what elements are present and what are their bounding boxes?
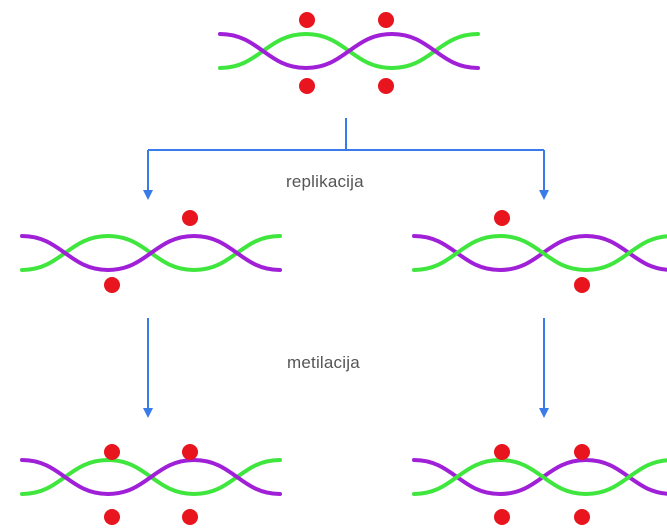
replication-arrows xyxy=(147,118,545,192)
bottom-right-dna-helix xyxy=(412,444,667,525)
methyl-group-dot xyxy=(182,210,198,226)
methyl-group-dot xyxy=(104,509,120,525)
methyl-group-dot xyxy=(378,12,394,28)
parent-dna-helix xyxy=(218,12,480,94)
methyl-group-dot xyxy=(299,78,315,94)
methylation-arrows xyxy=(147,318,545,410)
arrow-left-head xyxy=(143,190,153,200)
methylation-label: metilacija xyxy=(287,353,360,372)
methyl-group-dot xyxy=(299,12,315,28)
purple-strand xyxy=(218,31,480,71)
arrow-right-head xyxy=(539,190,549,200)
purple-strand xyxy=(20,457,282,497)
purple-strand xyxy=(20,233,282,273)
methyl-group-dot xyxy=(494,509,510,525)
methyl-group-dot xyxy=(378,78,394,94)
methyl-group-dot xyxy=(494,210,510,226)
methyl-group-dot xyxy=(494,444,510,460)
green-strand xyxy=(412,233,667,273)
methyl-group-dot xyxy=(574,444,590,460)
methyl-group-dot xyxy=(182,444,198,460)
methyl-group-dot xyxy=(574,277,590,293)
methyl-group-dot xyxy=(104,277,120,293)
methyl-group-dot xyxy=(182,509,198,525)
arrow-left-head xyxy=(143,408,153,418)
replication-label: replikacija xyxy=(286,172,364,191)
left-daughter-dna-helix xyxy=(20,210,282,293)
arrow-right-head xyxy=(539,408,549,418)
green-strand xyxy=(412,457,667,497)
methyl-group-dot xyxy=(104,444,120,460)
right-daughter-dna-helix xyxy=(412,210,667,293)
methyl-group-dot xyxy=(574,509,590,525)
bottom-left-dna-helix xyxy=(20,444,282,525)
